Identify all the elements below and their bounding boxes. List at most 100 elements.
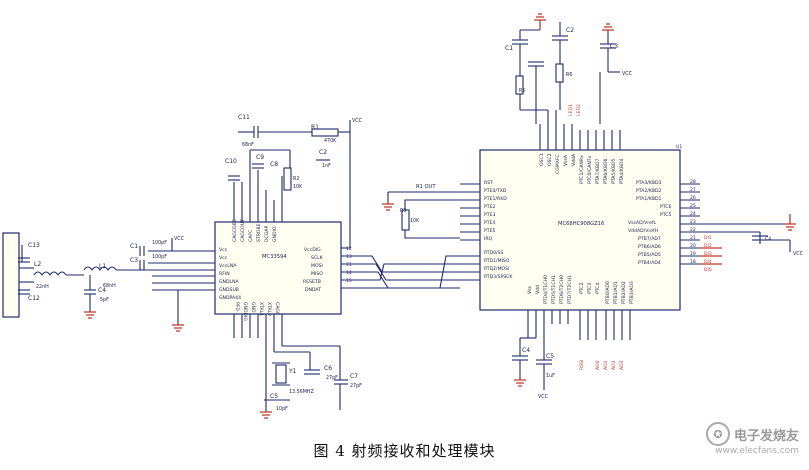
y1-value: 13.56MHZ [289, 389, 314, 395]
net-di1: DI1 [704, 235, 712, 241]
crystal-section: Y1 13.56MHZ C6 27pF C7 27pF C5 10pF [260, 345, 362, 419]
mcu-c5-label: C5 [546, 353, 554, 360]
rf-pin-top: CAFC [248, 230, 254, 242]
vcc-label-rf: VCC [352, 118, 363, 124]
mcu-pin-top: PTA4/KBD4 [619, 158, 625, 184]
watermark: ✪ 电子发烧友 [705, 422, 799, 446]
rf-pin-right: VccDIG [304, 247, 321, 253]
rf-pin-top: CAGCOUT [240, 219, 246, 242]
mcu-pin-top: PTA6/KBD6 [603, 158, 609, 184]
rf-pin-right: MOSI [311, 263, 323, 269]
rf-pin-bottom: CAGC [274, 302, 280, 315]
net-ad3: AD3 [619, 360, 625, 370]
r2-value: 10K [293, 184, 303, 190]
mcu-pin-top: VssA [563, 154, 569, 166]
c1-label: C1 [130, 243, 138, 250]
r3-value: 10K [410, 218, 420, 224]
rf-pin-left: GNDPA44 [219, 295, 241, 301]
mcu-pin-bottom: PTD4/T1CH0 [543, 275, 549, 304]
mcu-pin-left: PTD1/MISO [484, 258, 510, 264]
mcu-pin-right: VddAD/VrefH [628, 228, 658, 234]
mcu-pin-bottom: PTB1/AD1 [613, 281, 619, 304]
mcu-pin-right: PTA1/KBD1 [636, 196, 662, 202]
rf-top-components: C11 68nF R1 470K VCC C2 1nF C10 C9 C8 R2… [225, 114, 363, 249]
c4-label: C4 [98, 287, 106, 294]
net-di3: DI3 [704, 251, 712, 257]
r3-label: R3 [400, 208, 406, 214]
mcu-pin-left: IRQ [484, 236, 493, 242]
c6-label: C6 [324, 365, 332, 372]
reset-section: R1 OUT R3 10K [382, 184, 460, 239]
r2-label: R2 [293, 176, 299, 182]
y1-crystal [275, 364, 287, 384]
rf-chip-part: MC33594 [262, 254, 287, 260]
ground-symbol [172, 324, 184, 332]
watermark-name: 电子发烧友 [733, 428, 799, 444]
mcu-pin-left: PTE0/TXD [484, 188, 507, 194]
y1-label: Y1 [288, 368, 297, 375]
net-ad0: AD0 [595, 360, 601, 370]
rf-pin-num: 12 [346, 246, 352, 252]
l2-label: L2 [34, 261, 41, 268]
mcu-pin-right: PTB6/AD6 [638, 244, 661, 250]
mcu-pin-top: OSC2 [547, 153, 553, 166]
mcu-pin-left: PTD0/SS [484, 250, 503, 256]
net-led2: LED2 [576, 104, 582, 116]
rf-pin-bottom: GNDDIG [242, 302, 248, 321]
l1-label: L1 [99, 263, 106, 270]
mcu-pin-num: 25 [690, 203, 696, 209]
rf-pin-bottom: XTAL1 [258, 302, 264, 316]
rf-pin-num: 15 [346, 278, 352, 284]
mcu-pin-num: 22 [690, 227, 696, 233]
net-di5: DI5 [704, 267, 712, 273]
ground-symbol [602, 23, 614, 31]
ground-symbol [260, 411, 272, 419]
mcu-pin-num: 27 [690, 187, 696, 193]
mcu-pin-top: PTA5/KBD5 [611, 158, 617, 184]
mcu-pin-num: 24 [690, 211, 696, 217]
mcu-right-nets: C4 VCC DI1 DI2 DI3 DI4 DI5 [700, 214, 804, 273]
mcu-pin-right: PTC5 [660, 212, 672, 218]
mcu-pin-right: PTA3/KBD3 [636, 180, 662, 186]
rf-pin-num: 11 [346, 262, 352, 268]
rf-pin-bottom: GND [250, 302, 256, 313]
rf-pin-top: GNDIO [272, 226, 278, 242]
net-di4: DI4 [704, 259, 712, 265]
mcu-ref: U1 [676, 144, 682, 150]
spi-bus [341, 255, 460, 289]
net-di2: DI2 [704, 243, 712, 249]
c3-label: C3 [130, 257, 138, 264]
vcc-label-bottom: VCC [538, 394, 549, 400]
l1-inductor [83, 266, 117, 271]
mcu-pin-bottom: Vss [527, 285, 533, 294]
mcu-bottom-components: C4 C5 1uF VCC [512, 324, 555, 400]
antenna-section: C13 C12 L2 22nH L1 68nH C4 5pF C1 C3 100… [2, 232, 215, 332]
mcu-c5-value: 1uF [546, 373, 555, 379]
c1-value: 100pF [152, 240, 167, 246]
mcu-pin-left: PTD2/MOSI [484, 266, 509, 272]
c7-label: C7 [350, 373, 358, 380]
net-ad2: AD2 [611, 360, 617, 370]
mcu-pin-top: PTC0/CANTx [587, 155, 593, 184]
l1-value: 68nH [103, 283, 116, 289]
c5-label: C5 [270, 393, 278, 400]
mcu-pin-bottom: PTB3/AD3 [629, 281, 635, 304]
rf-pin-bottom: PFD [234, 302, 240, 311]
mcu-c1-label: C1 [505, 45, 513, 52]
mcu-pin-left: PTD3/SPSCK [484, 274, 513, 280]
mcu-pin-left: PTE5 [484, 228, 495, 234]
r5-label: R5 [519, 88, 525, 94]
c7-value: 27pF [350, 383, 362, 389]
mcu-c4-label: C4 [522, 347, 530, 354]
rf-pin-left: Vcc [219, 255, 228, 261]
mcu-c2-label: C2 [566, 27, 574, 34]
mcu-part: MC68HC908GZ16 [558, 221, 604, 227]
c11-value: 68nF [242, 142, 254, 148]
c3-value: 100pF [152, 254, 167, 260]
mcu-pin-bottom: PTC2 [579, 282, 585, 294]
vcc-label-right: VCC [793, 251, 804, 257]
mcu-pin-num: 23 [690, 219, 696, 225]
rf-pin-num: 14 [346, 270, 352, 276]
r6-resistor [555, 63, 564, 83]
